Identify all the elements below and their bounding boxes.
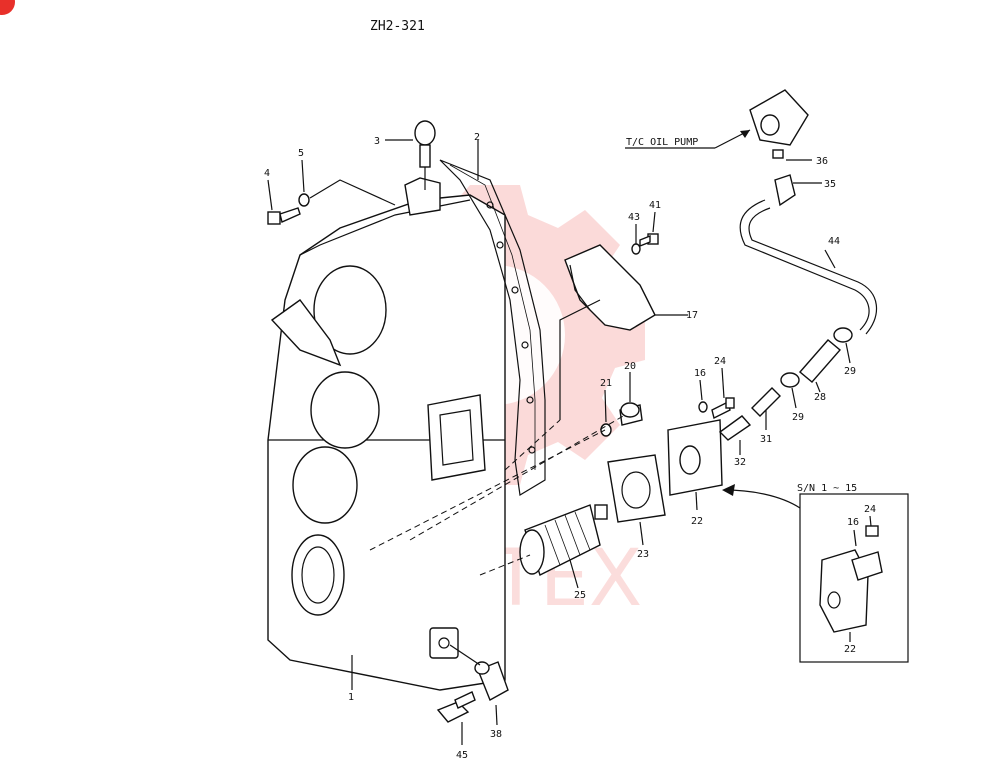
part-label-16-inset: 16 bbox=[847, 517, 859, 528]
part-label-43: 43 bbox=[628, 212, 640, 223]
part-label-24-inset: 24 bbox=[864, 504, 876, 515]
assembly-line-1 bbox=[369, 429, 606, 551]
fitting-32 bbox=[718, 415, 752, 455]
part-label-16: 16 bbox=[694, 368, 706, 379]
part-label-5: 5 bbox=[298, 148, 304, 159]
part-label-4: 4 bbox=[264, 168, 270, 179]
callout-serial-range: S/N 1 ~ 15 bbox=[797, 483, 857, 494]
tc-oil-pump bbox=[625, 89, 812, 161]
elbow-35 bbox=[774, 174, 822, 207]
bolt-24-washer-16 bbox=[698, 367, 735, 420]
assembly-line-2 bbox=[409, 414, 626, 541]
part-label-25: 25 bbox=[574, 590, 586, 601]
part-label-41: 41 bbox=[649, 200, 661, 211]
part-label-23: 23 bbox=[637, 549, 649, 560]
eye-bolt bbox=[385, 120, 436, 190]
hose-28 bbox=[799, 339, 841, 393]
part-label-44: 44 bbox=[828, 236, 840, 247]
gasket-23 bbox=[607, 454, 666, 546]
part-label-24: 24 bbox=[714, 356, 726, 367]
part-label-2: 2 bbox=[474, 132, 480, 143]
part-label-3: 3 bbox=[374, 136, 380, 147]
bolt-41-washer-43 bbox=[631, 211, 659, 255]
fitting-31 bbox=[751, 387, 781, 430]
part-label-32: 32 bbox=[734, 457, 746, 468]
part-label-31: 31 bbox=[760, 434, 772, 445]
assembly-line-3 bbox=[479, 554, 531, 576]
part-label-22: 22 bbox=[691, 516, 703, 527]
gearbox-housing bbox=[267, 177, 506, 691]
callout-tc-oil-pump: T/C OIL PUMP bbox=[626, 137, 698, 148]
part-label-28: 28 bbox=[814, 392, 826, 403]
part-label-36: 36 bbox=[816, 156, 828, 167]
oil-filter bbox=[519, 504, 608, 589]
hose-clamps bbox=[780, 327, 853, 409]
drain-fittings bbox=[436, 644, 509, 745]
part-label-29: 29 bbox=[792, 412, 804, 423]
bolt-and-washer bbox=[267, 159, 396, 225]
part-label-45: 45 bbox=[456, 750, 468, 761]
assembly-line-4 bbox=[504, 419, 561, 471]
part-label-17: 17 bbox=[686, 310, 698, 321]
flange-22 bbox=[667, 419, 723, 511]
corner-badge bbox=[0, 0, 15, 15]
pipe-44 bbox=[739, 199, 878, 335]
part-label-22-inset: 22 bbox=[844, 644, 856, 655]
part-label-20: 20 bbox=[624, 361, 636, 372]
drawing-title: ZH2-321 bbox=[370, 19, 425, 34]
housing-gasket bbox=[439, 159, 546, 496]
part-label-21: 21 bbox=[600, 378, 612, 389]
part-label-38: 38 bbox=[490, 729, 502, 740]
serial-inset bbox=[722, 484, 909, 663]
part-label-29-upper: 29 bbox=[844, 366, 856, 377]
strainer-cover bbox=[559, 244, 688, 420]
part-label-1: 1 bbox=[348, 692, 354, 703]
plug-and-washer bbox=[600, 372, 643, 437]
part-label-35: 35 bbox=[824, 179, 836, 190]
